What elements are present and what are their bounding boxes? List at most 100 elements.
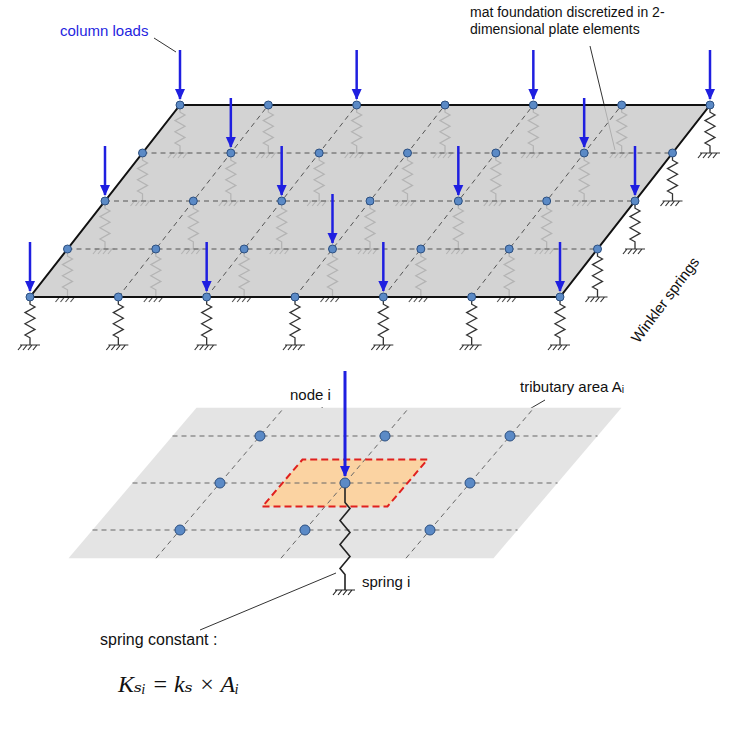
mesh-line bbox=[207, 105, 357, 297]
ground-support bbox=[371, 345, 393, 350]
spring-constant-formula: Kₛᵢ = kₛ × Aᵢ bbox=[118, 670, 239, 699]
mesh-node bbox=[291, 293, 299, 301]
plate-surface bbox=[30, 105, 710, 297]
mesh-node bbox=[203, 293, 211, 301]
mesh-line bbox=[295, 105, 445, 297]
mesh-node bbox=[492, 149, 500, 157]
winkler-spring bbox=[290, 297, 300, 345]
column-load-arrow bbox=[559, 242, 562, 291]
ground-support bbox=[698, 153, 720, 158]
winkler-spring bbox=[340, 487, 350, 590]
column-load-arrow bbox=[205, 242, 208, 291]
mat-foundation-label: mat foundation discretized in 2-dimensio… bbox=[470, 4, 725, 38]
tributary-area-label: tributary area Aᵢ bbox=[520, 378, 624, 396]
mesh-node bbox=[505, 245, 513, 253]
column-load-arrow bbox=[634, 146, 637, 195]
column-load-arrow bbox=[331, 194, 334, 243]
mesh-node bbox=[340, 478, 350, 488]
winkler-spring bbox=[202, 297, 212, 345]
mesh-node bbox=[175, 525, 185, 535]
column-load-arrow bbox=[457, 146, 460, 195]
winkler-spring bbox=[555, 297, 565, 345]
winkler-spring bbox=[668, 153, 678, 201]
mesh-node bbox=[543, 197, 551, 205]
spring-constant-label: spring constant : bbox=[100, 630, 217, 649]
mesh-node bbox=[404, 149, 412, 157]
mesh-line bbox=[406, 408, 534, 558]
column-load-arrow bbox=[382, 242, 385, 291]
plate-outline bbox=[30, 105, 710, 297]
column-load-arrow bbox=[280, 146, 283, 195]
column-load-arrow bbox=[355, 50, 358, 99]
column-loads-label: column loads bbox=[60, 22, 148, 40]
mesh-node bbox=[669, 149, 677, 157]
mesh-node bbox=[264, 101, 272, 109]
mesh-node bbox=[101, 197, 109, 205]
node-label: node i bbox=[288, 386, 333, 404]
mesh-node bbox=[114, 293, 122, 301]
spring-label: spring i bbox=[362, 573, 410, 591]
mesh-line bbox=[118, 105, 268, 297]
winkler-springs-label: Winkler springs bbox=[627, 254, 703, 347]
column-load-arrow bbox=[230, 98, 233, 147]
mesh-node bbox=[300, 525, 310, 535]
mesh-node bbox=[255, 431, 265, 441]
ground-support bbox=[195, 345, 217, 350]
mesh-node bbox=[556, 293, 564, 301]
column-load-arrow bbox=[583, 98, 586, 147]
mesh-line bbox=[156, 408, 284, 558]
ground-support bbox=[333, 590, 355, 595]
ground-support bbox=[106, 345, 128, 350]
mesh-node bbox=[454, 197, 462, 205]
ground-support bbox=[548, 345, 570, 350]
mesh-node bbox=[64, 245, 72, 253]
column-load-arrow bbox=[344, 371, 347, 476]
mesh-line bbox=[472, 105, 622, 297]
column-load-arrow bbox=[709, 50, 712, 99]
mesh-node bbox=[529, 101, 537, 109]
winkler-spring bbox=[630, 201, 640, 249]
mesh-node bbox=[505, 431, 515, 441]
column-load-arrow bbox=[179, 50, 182, 99]
mesh-node bbox=[465, 478, 475, 488]
ground-support bbox=[460, 345, 482, 350]
mesh-node bbox=[417, 245, 425, 253]
mesh-node bbox=[176, 101, 184, 109]
mesh-node bbox=[139, 149, 147, 157]
leader-line bbox=[200, 573, 336, 630]
winkler-spring bbox=[467, 297, 477, 345]
mesh-node bbox=[379, 293, 387, 301]
mesh-node bbox=[594, 245, 602, 253]
winkler-spring bbox=[593, 249, 603, 297]
leader-line bbox=[154, 38, 176, 52]
mesh-node bbox=[189, 197, 197, 205]
mesh-node bbox=[425, 525, 435, 535]
node-detail bbox=[69, 371, 622, 595]
winkler-spring bbox=[378, 297, 388, 345]
mat-foundation bbox=[18, 50, 720, 350]
mesh-node bbox=[468, 293, 476, 301]
ground-support bbox=[283, 345, 305, 350]
winkler-spring bbox=[113, 297, 123, 345]
mesh-node bbox=[618, 101, 626, 109]
mesh-node bbox=[278, 197, 286, 205]
mesh-line bbox=[383, 105, 533, 297]
column-load-arrow bbox=[104, 146, 107, 195]
mesh-node bbox=[215, 478, 225, 488]
column-load-arrow bbox=[532, 50, 535, 99]
mesh-node bbox=[26, 293, 34, 301]
ground-support bbox=[18, 345, 40, 350]
mesh-node bbox=[315, 149, 323, 157]
mesh-node bbox=[580, 149, 588, 157]
winkler-spring bbox=[705, 105, 715, 153]
mesh-node bbox=[329, 245, 337, 253]
ground-support bbox=[661, 201, 683, 206]
ground-support bbox=[623, 249, 645, 254]
mesh-node bbox=[441, 101, 449, 109]
mesh-node bbox=[353, 101, 361, 109]
mesh-node bbox=[227, 149, 235, 157]
mesh-node bbox=[240, 245, 248, 253]
column-load-arrow bbox=[29, 242, 32, 291]
mesh-node bbox=[631, 197, 639, 205]
